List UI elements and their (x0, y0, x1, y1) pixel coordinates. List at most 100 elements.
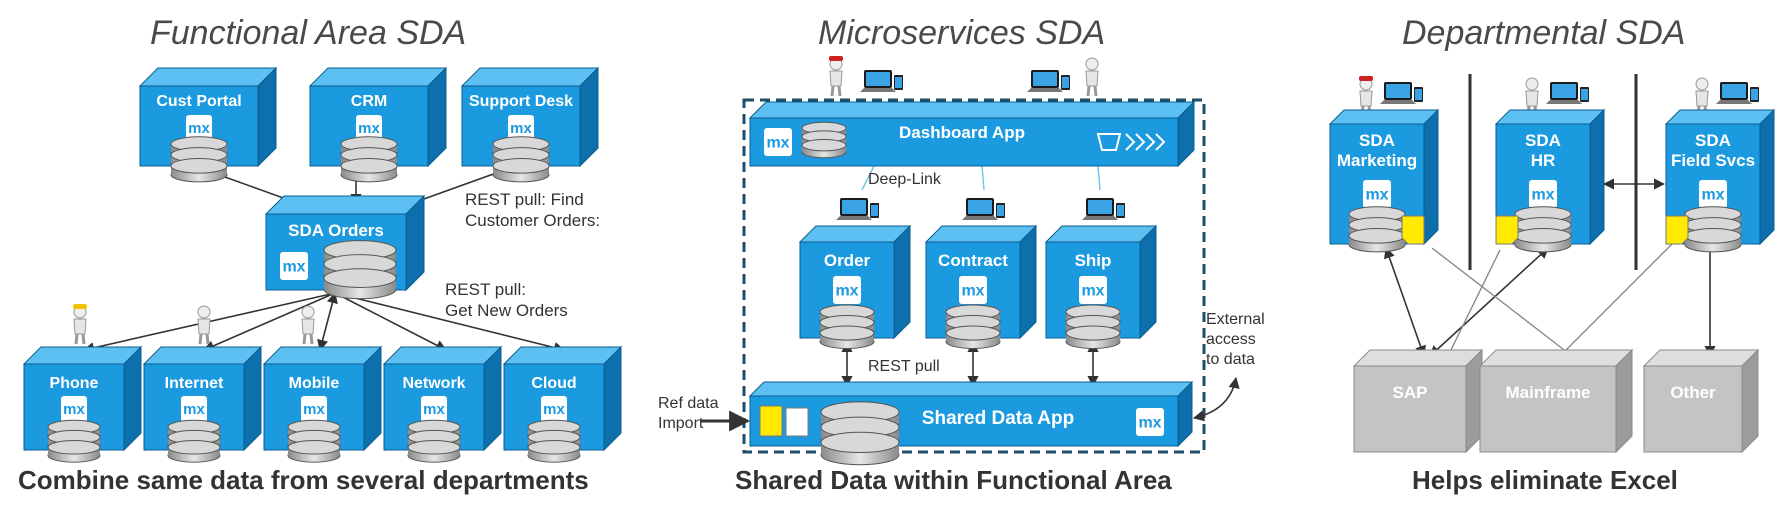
cube-support-desk[interactable]: Support Desk mx (460, 66, 600, 183)
person-leg-left (198, 333, 203, 345)
mendix-logo-icon: mx (1136, 408, 1164, 436)
flow-chevron (1135, 133, 1146, 151)
cube-mainframe-side-face (1615, 348, 1633, 454)
mendix-logo-text: mx (188, 120, 210, 137)
spreadsheet-note-icon (1665, 215, 1689, 245)
flow-chevron (1155, 133, 1166, 151)
database-icon (1065, 304, 1121, 350)
mendix-logo-bg (61, 396, 87, 422)
cube-sap-front-face (1353, 365, 1467, 453)
link-hr-sap (1447, 249, 1501, 357)
laptop-display (1552, 84, 1576, 98)
mendix-logo-text: mx (1701, 187, 1724, 204)
cube-label-dashboard-app: Dashboard App (899, 123, 1025, 142)
mendix-logo-text: mx (1365, 187, 1388, 204)
file-icon (785, 407, 809, 437)
mendix-logo-icon: mx (181, 396, 207, 422)
laptop-keyboard (1082, 216, 1118, 220)
database-disk-top (819, 325, 875, 341)
cube-label-support-desk: Support Desk (469, 93, 573, 110)
person-hat (829, 56, 843, 61)
mendix-logo-icon: mx (1363, 180, 1391, 208)
cube-sda-orders-top-face (264, 195, 426, 215)
database-icon (527, 419, 581, 463)
cube-label-ship: Ship (1075, 251, 1112, 270)
cube-mainframe-front-face (1479, 365, 1617, 453)
cube-label-sda-orders: SDA Orders (288, 221, 384, 240)
mendix-logo-icon: mx (959, 276, 987, 304)
cube-other[interactable]: Other (1642, 348, 1760, 454)
person-leg-left (830, 85, 835, 97)
mendix-logo-text: mx (766, 135, 789, 152)
mendix-logo-icon: mx (61, 396, 87, 422)
person-head (1085, 57, 1099, 71)
person-body (1085, 70, 1099, 87)
mendix-logo-text: mx (510, 120, 532, 137)
person-leg-right (837, 85, 842, 97)
mendix-logo-icon: mx (1699, 180, 1727, 208)
laptop-display (1386, 84, 1410, 98)
person-head (197, 305, 211, 319)
mendix-logo-bg (764, 128, 792, 156)
person-dashboard-icon (829, 56, 843, 97)
database-icon (167, 419, 221, 463)
mendix-logo-bg (1363, 180, 1391, 208)
laptop-keyboard (1716, 100, 1752, 104)
person-leg-right (81, 333, 86, 345)
mendix-logo-bg (959, 276, 987, 304)
deep-link-line-order (861, 165, 875, 191)
mendix-logo-bg (186, 115, 212, 141)
mendix-logo-text: mx (183, 401, 205, 418)
ref-data-line1: Ref data (658, 395, 719, 412)
arrow-orders-cloud (334, 292, 566, 353)
cube-contract-side-face (1019, 224, 1037, 340)
person-body (1359, 90, 1373, 107)
mendix-logo-bg (301, 396, 327, 422)
rest-find-label: REST pull: Find Customer Orders: (465, 189, 600, 231)
cube-label-line2: Marketing (1337, 151, 1417, 170)
database-icon (945, 304, 1001, 350)
laptop-icon (1082, 198, 1125, 220)
person-body (197, 318, 211, 335)
laptop-keyboard (860, 88, 896, 92)
cube-mainframe[interactable]: Mainframe (1478, 348, 1634, 454)
deep-link-label: Deep-Link (868, 171, 941, 188)
database-disk-top (945, 325, 1001, 341)
database-icon (1514, 206, 1572, 253)
cube-label-order: Order (824, 251, 871, 270)
laptop-icon (1716, 82, 1759, 104)
cube-label-mainframe: Mainframe (1505, 383, 1590, 402)
cube-sap[interactable]: SAP (1352, 348, 1484, 454)
laptop-icon (1546, 82, 1589, 104)
mendix-logo-text: mx (63, 401, 85, 418)
database-icon (287, 419, 341, 463)
cube-cloud-top-face (502, 346, 623, 365)
laptop-display (866, 72, 890, 86)
mendix-logo-bg (1699, 180, 1727, 208)
cube-dashboard-app[interactable]: mx Dashboard App (748, 100, 1196, 168)
cube-network-side-face (483, 345, 502, 452)
micro-caption: Shared Data within Functional Area (735, 465, 1172, 495)
external-line3: to data (1206, 351, 1255, 368)
cube-cust-portal-side-face (257, 66, 277, 168)
database-icon (340, 136, 398, 183)
external-line1: External (1206, 311, 1265, 328)
mendix-logo-icon: mx (764, 128, 792, 156)
flow-shape (1096, 133, 1122, 151)
cube-label-crm: CRM (351, 93, 387, 110)
